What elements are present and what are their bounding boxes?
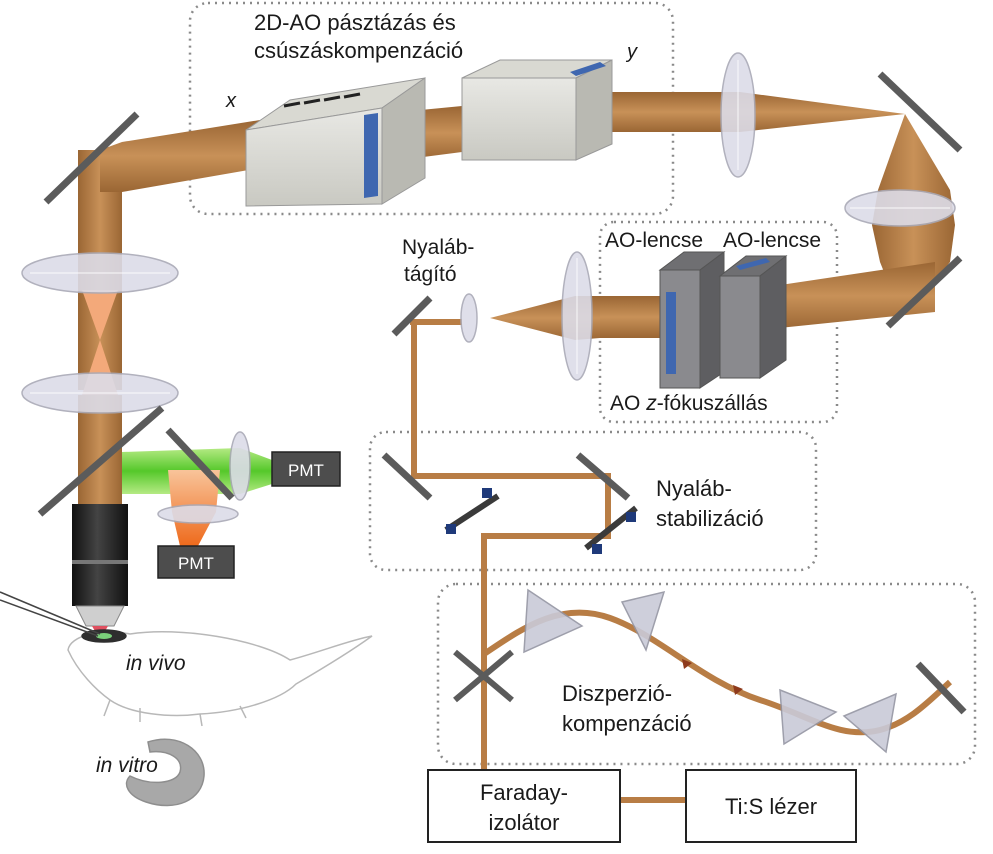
beam-stabilization-label-line-2: stabilizáció: [656, 506, 764, 531]
piezo-mirror-mount: [444, 488, 638, 554]
beam-splitter: [453, 649, 514, 703]
aod-scanner-y: [461, 59, 613, 161]
dispersion-beam-arrows: [682, 659, 743, 695]
ao-z-focus-suffix: -fókuszállás: [657, 392, 768, 415]
dispersion-compensation-group-box: [436, 582, 977, 766]
pmt-detector-1: PMT: [271, 451, 341, 487]
mirror: [37, 71, 967, 715]
lens-highlight: [30, 60, 950, 394]
beam-stabilization-label-line-1: Nyaláb-: [656, 476, 732, 501]
in-vivo-label: in vivo: [126, 652, 186, 675]
ao-lens-label-1: AO-lencse: [605, 229, 703, 252]
axis-y-label: y: [625, 41, 638, 63]
beam-expander-label-line-1: Nyaláb-: [402, 236, 474, 259]
mouse-in-vivo-illustration: [67, 629, 373, 727]
pmt-label: PMT: [178, 554, 214, 573]
faraday-isolator-label-line-2: izolátor: [489, 810, 560, 835]
objective: [72, 504, 128, 640]
pmt-label: PMT: [288, 461, 324, 480]
pmt-detector-2: PMT: [157, 545, 235, 579]
electrode-icon: [0, 591, 101, 637]
beam-expander-label-line-2: tágító: [404, 263, 457, 286]
scan-title-line-2: csúszáskompenzáció: [254, 38, 463, 63]
ao-lens-label-2: AO-lencse: [723, 229, 821, 252]
faraday-isolator-box: [427, 769, 621, 843]
laser-label: Ti:S lézer: [725, 794, 817, 819]
beam-stabilization-group-box: [368, 430, 818, 572]
prism: [523, 588, 897, 754]
ao-lens-2: [718, 254, 788, 379]
scan-group-box: [188, 1, 675, 216]
ao-lens-1: [658, 251, 726, 389]
dispersion-compensation-label-line-2: kompenzáció: [562, 711, 692, 736]
in-vitro-label: in vitro: [96, 754, 158, 777]
faraday-isolator-label-line-1: Faraday-: [480, 780, 568, 805]
tisapphire-laser-box: [685, 769, 857, 843]
brain-slice-in-vitro-illustration: [125, 738, 205, 807]
ao-z-focus-label: AO z-fókuszállás: [610, 392, 768, 415]
axis-x-label: x: [225, 90, 237, 112]
scan-title-line-1: 2D-AO pásztázás és: [254, 10, 456, 35]
ao-z-focus-prefix: AO: [610, 392, 646, 415]
aod-scanner-x: [245, 77, 426, 207]
dispersion-compensation-label-line-1: Diszperzió-: [562, 681, 672, 706]
ao-z-focus-italic: z: [645, 392, 657, 415]
